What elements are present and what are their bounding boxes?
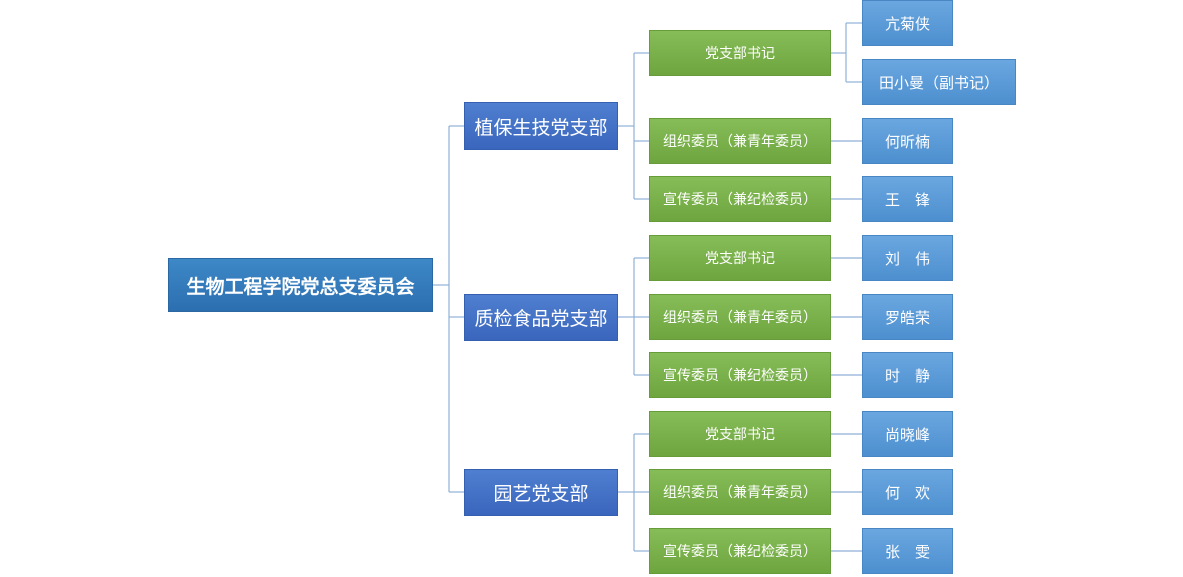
person-node: 时 静 <box>862 352 953 398</box>
person-node: 罗皓荣 <box>862 294 953 340</box>
branch-label: 植保生技党支部 <box>474 116 608 139</box>
role-node: 组织委员（兼青年委员） <box>649 294 831 340</box>
person-name: 尚晓峰 <box>884 425 930 444</box>
person-name: 时 静 <box>884 366 930 385</box>
person-name: 田小曼（副书记） <box>878 73 999 92</box>
person-node: 张 雯 <box>862 528 953 574</box>
role-label: 组织委员（兼青年委员） <box>663 134 817 150</box>
person-node: 刘 伟 <box>862 235 953 281</box>
person-node: 何昕楠 <box>862 118 953 164</box>
person-node: 王 锋 <box>862 176 953 222</box>
role-node: 党支部书记 <box>649 411 831 457</box>
role-label: 党支部书记 <box>705 427 775 443</box>
role-node: 组织委员（兼青年委员） <box>649 118 831 164</box>
person-name: 何昕楠 <box>884 132 930 151</box>
role-node: 党支部书记 <box>649 235 831 281</box>
person-name: 亢菊侠 <box>884 14 930 33</box>
root-label: 生物工程学院党总支委员会 <box>186 275 415 298</box>
role-node: 宣传委员（兼纪检委员） <box>649 176 831 222</box>
person-node: 亢菊侠 <box>862 0 953 46</box>
role-label: 党支部书记 <box>705 46 775 62</box>
role-node: 宣传委员（兼纪检委员） <box>649 528 831 574</box>
role-label: 党支部书记 <box>705 251 775 267</box>
role-node: 宣传委员（兼纪检委员） <box>649 352 831 398</box>
branch-label: 质检食品党支部 <box>474 308 608 330</box>
person-node: 田小曼（副书记） <box>862 59 1016 105</box>
role-label: 组织委员（兼青年委员） <box>663 485 817 501</box>
person-node: 何 欢 <box>862 469 953 515</box>
role-label: 宣传委员（兼纪检委员） <box>663 368 817 384</box>
person-name: 张 雯 <box>884 542 930 561</box>
role-node: 党支部书记 <box>649 30 831 76</box>
person-name: 刘 伟 <box>884 249 930 268</box>
root-node: 生物工程学院党总支委员会 <box>168 258 433 312</box>
branch-node: 园艺党支部 <box>464 469 618 516</box>
person-name: 王 锋 <box>884 190 930 209</box>
person-name: 何 欢 <box>884 483 930 502</box>
branch-node: 植保生技党支部 <box>464 102 618 150</box>
role-label: 宣传委员（兼纪检委员） <box>663 544 817 560</box>
role-label: 宣传委员（兼纪检委员） <box>663 192 817 208</box>
branch-label: 园艺党支部 <box>493 483 589 505</box>
role-label: 组织委员（兼青年委员） <box>663 310 817 326</box>
person-name: 罗皓荣 <box>884 308 930 327</box>
branch-node: 质检食品党支部 <box>464 294 618 341</box>
role-node: 组织委员（兼青年委员） <box>649 469 831 515</box>
person-node: 尚晓峰 <box>862 411 953 457</box>
